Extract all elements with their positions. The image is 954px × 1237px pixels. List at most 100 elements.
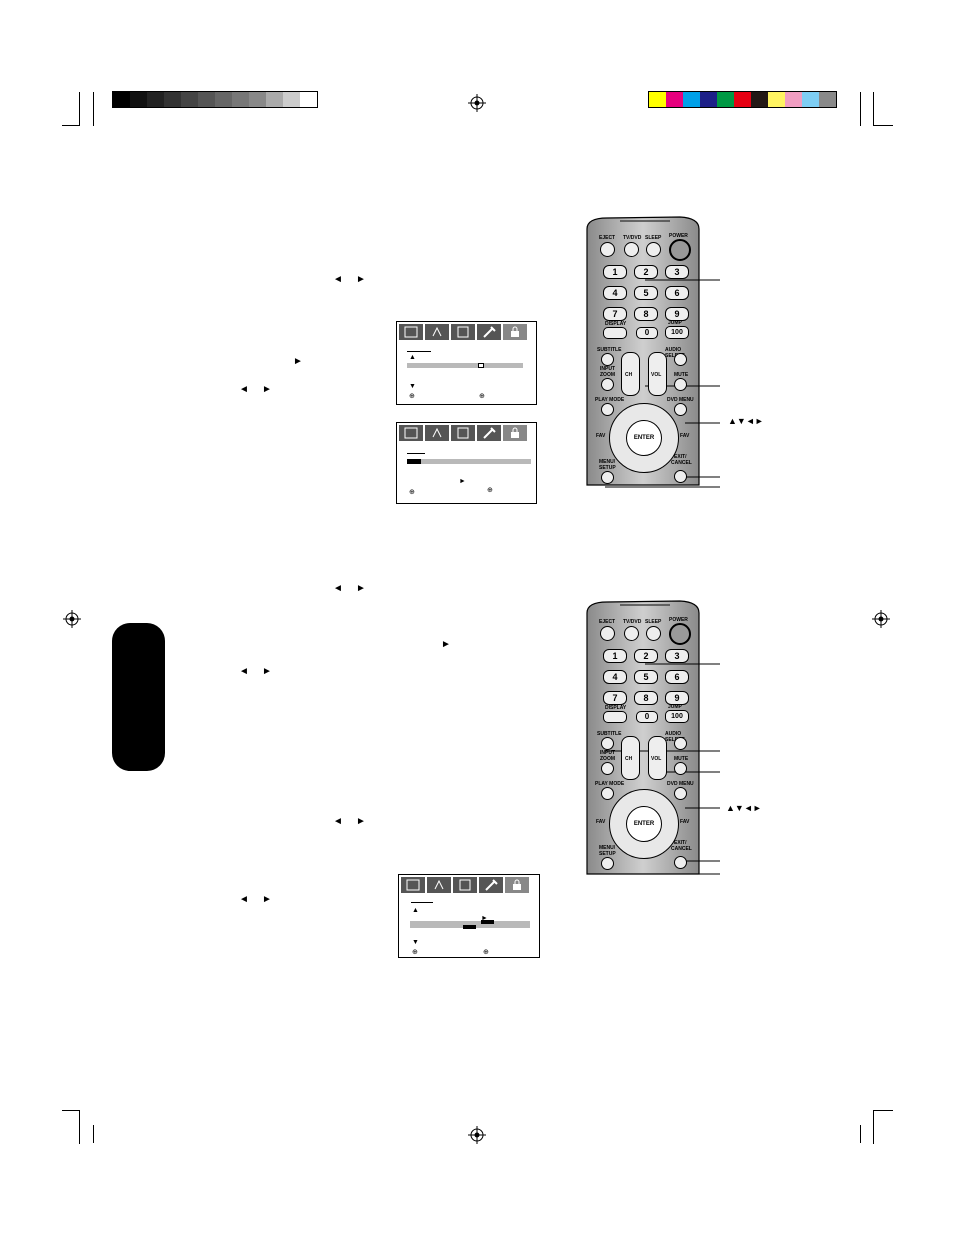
- enter-symbol-icon: ⊕: [412, 949, 418, 956]
- digit-7-button[interactable]: 7: [603, 307, 627, 321]
- power-label: POWER: [669, 617, 688, 623]
- crop-mark-top-right-2: [873, 92, 893, 126]
- fav-left-label: FAV: [596, 433, 606, 439]
- left-arrow-icon: ◄: [333, 274, 343, 285]
- gray-swatch: [181, 92, 198, 107]
- digit-9-button[interactable]: 9: [665, 307, 689, 321]
- gray-swatch: [249, 92, 266, 107]
- ch-rocker[interactable]: [621, 736, 640, 780]
- hundred-button[interactable]: 100: [665, 710, 689, 723]
- digit-8-button[interactable]: 8: [634, 307, 658, 321]
- hundred-button[interactable]: 100: [665, 326, 689, 339]
- digit-8-button[interactable]: 8: [634, 691, 658, 705]
- color-swatch: [734, 92, 751, 107]
- gray-swatch: [283, 92, 300, 107]
- tvdvd-button[interactable]: [624, 242, 639, 257]
- play-mode-button[interactable]: [601, 787, 614, 800]
- digit-3-button[interactable]: 3: [665, 649, 689, 663]
- left-arrow-icon: ◄: [333, 583, 343, 594]
- input-zoom-button[interactable]: [601, 762, 614, 775]
- display-button[interactable]: [603, 327, 627, 339]
- fav-right-label: FAV: [680, 819, 690, 825]
- tvdvd-button[interactable]: [624, 626, 639, 641]
- exit-label: EXIT/: [674, 454, 687, 460]
- dvd-menu-button[interactable]: [674, 403, 687, 416]
- play-mode-button[interactable]: [601, 403, 614, 416]
- color-swatch-bar: [648, 91, 837, 108]
- enter-button[interactable]: ENTER: [626, 420, 662, 456]
- digit-2-button[interactable]: 2: [634, 265, 658, 279]
- digit-5-button[interactable]: 5: [634, 670, 658, 684]
- digit-2-button[interactable]: 2: [634, 649, 658, 663]
- mute-button[interactable]: [674, 762, 687, 775]
- arrow-keys-callout: ▲▼◄►: [728, 416, 764, 426]
- audio-select-button[interactable]: [674, 353, 687, 366]
- lock-icon: [503, 324, 529, 340]
- digit-1-button[interactable]: 1: [603, 649, 627, 663]
- digit-9-button[interactable]: 9: [665, 691, 689, 705]
- osd-menu-icons: [401, 877, 531, 893]
- eject-button[interactable]: [600, 242, 615, 257]
- menu-setup-button[interactable]: [601, 471, 614, 484]
- ch-rocker[interactable]: [621, 352, 640, 396]
- audio-select-button[interactable]: [674, 737, 687, 750]
- vol-label: VOL: [651, 756, 662, 762]
- down-arrow-icon: ▼: [412, 939, 419, 946]
- setup-label: SETUP: [599, 465, 616, 471]
- audio-menu-icon: [425, 324, 451, 340]
- color-swatch: [700, 92, 717, 107]
- vol-rocker[interactable]: [648, 736, 667, 780]
- cancel-label: CANCEL: [671, 846, 692, 852]
- sleep-button[interactable]: [646, 626, 661, 641]
- sleep-button[interactable]: [646, 242, 661, 257]
- subtitle-button[interactable]: [601, 353, 614, 366]
- enter-symbol-icon: ⊕: [487, 487, 493, 494]
- gray-swatch: [164, 92, 181, 107]
- right-arrow-icon: ►: [262, 666, 272, 677]
- setup-menu-icon: [451, 324, 477, 340]
- osd-title-underline: [407, 351, 431, 352]
- audio-menu-icon: [427, 877, 453, 893]
- digit-4-button[interactable]: 4: [603, 286, 627, 300]
- left-arrow-icon: ◄: [333, 816, 343, 827]
- lock-icon: [505, 877, 531, 893]
- vol-rocker[interactable]: [648, 352, 667, 396]
- digit-4-button[interactable]: 4: [603, 670, 627, 684]
- digit-6-button[interactable]: 6: [665, 670, 689, 684]
- zero-button[interactable]: 0: [636, 711, 658, 723]
- gray-swatch-bar: [112, 91, 318, 108]
- gray-swatch: [266, 92, 283, 107]
- dvd-menu-label: DVD MENU: [667, 397, 694, 403]
- dvd-menu-button[interactable]: [674, 787, 687, 800]
- subtitle-button[interactable]: [601, 737, 614, 750]
- mute-button[interactable]: [674, 378, 687, 391]
- up-arrow-icon: ▲: [409, 354, 416, 361]
- enter-button[interactable]: ENTER: [626, 806, 662, 842]
- digit-3-button[interactable]: 3: [665, 265, 689, 279]
- digit-6-button[interactable]: 6: [665, 286, 689, 300]
- gray-swatch: [130, 92, 147, 107]
- arrow-keys-callout: ▲▼◄►: [726, 803, 762, 813]
- sleep-label: SLEEP: [645, 619, 662, 625]
- zero-button[interactable]: 0: [636, 327, 658, 339]
- digit-1-button[interactable]: 1: [603, 265, 627, 279]
- color-swatch: [751, 92, 768, 107]
- exit-cancel-button[interactable]: [674, 856, 687, 869]
- display-button[interactable]: [603, 711, 627, 723]
- wrench-icon: [477, 324, 503, 340]
- digit-5-button[interactable]: 5: [634, 286, 658, 300]
- power-button[interactable]: [669, 239, 691, 261]
- audio-menu-icon: [425, 425, 451, 441]
- left-arrow-icon: ◄: [239, 666, 249, 677]
- digit-7-button[interactable]: 7: [603, 691, 627, 705]
- power-button[interactable]: [669, 623, 691, 645]
- color-swatch: [649, 92, 666, 107]
- menu-setup-button[interactable]: [601, 857, 614, 870]
- exit-cancel-button[interactable]: [674, 470, 687, 483]
- gray-swatch: [113, 92, 130, 107]
- eject-button[interactable]: [600, 626, 615, 641]
- crop-mark-top-left: [62, 92, 80, 126]
- input-zoom-button[interactable]: [601, 378, 614, 391]
